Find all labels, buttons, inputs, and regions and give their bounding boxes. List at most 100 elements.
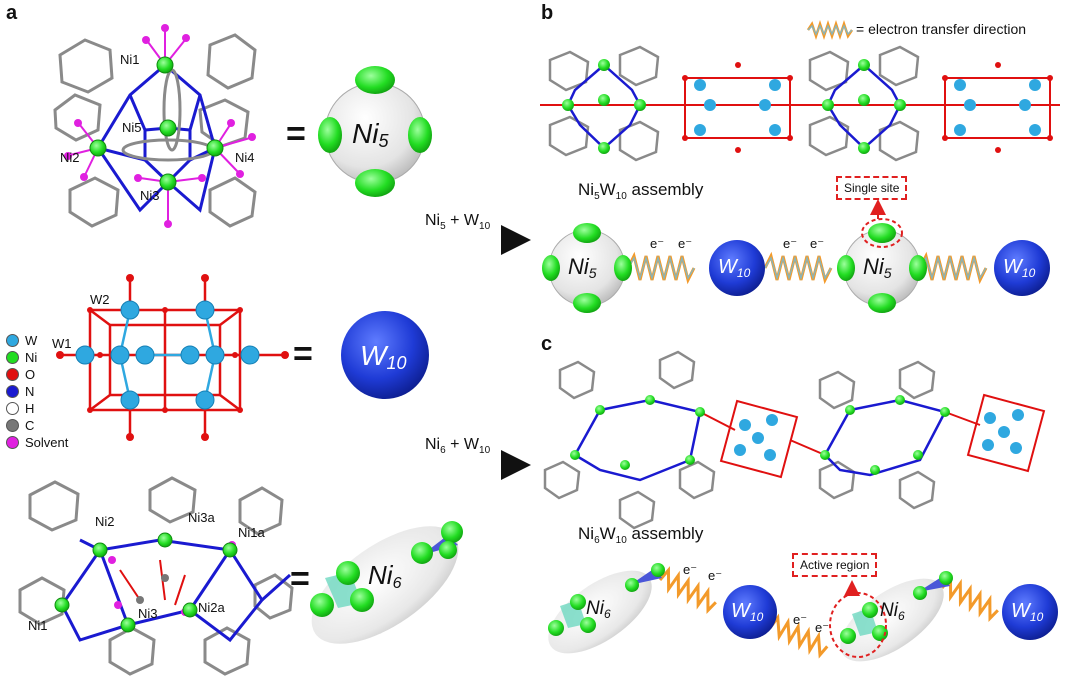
- symbol-sub: 5: [378, 131, 389, 151]
- atom-label-ni6-ni1: Ni1: [28, 618, 48, 633]
- symbol-sub: 6: [392, 575, 402, 592]
- legend-label: Solvent: [25, 435, 69, 450]
- reaction-sub: 10: [479, 445, 491, 456]
- active-region-callout: Active region: [792, 553, 878, 577]
- spring-c1: [658, 566, 717, 614]
- ni5-label-b2: Ni5: [863, 254, 892, 281]
- assembly-sub: 6: [594, 535, 600, 546]
- legend-swatch: [6, 334, 19, 347]
- symbol-main: W: [1003, 256, 1022, 278]
- equals-sign-2: =: [293, 335, 313, 373]
- electron-label: e⁻: [793, 612, 808, 627]
- legend-label: C: [25, 418, 35, 433]
- electron-label: e⁻: [815, 620, 830, 635]
- ni6-crystal-structure: [18, 476, 294, 676]
- ni5w10-crystal-chain: [540, 45, 1060, 162]
- reaction-text: W: [463, 212, 480, 229]
- w10-symbol-label: W10: [360, 340, 407, 373]
- symbol-main: Ni: [368, 560, 393, 590]
- assembly-sub: 10: [615, 191, 627, 202]
- legend-swatch: [6, 436, 19, 449]
- ni6w10-schematic-chain: [548, 563, 1058, 662]
- symbol-main: Ni: [568, 254, 589, 279]
- legend-item: O: [6, 366, 68, 383]
- w10-sphere-b2: [994, 240, 1050, 296]
- w10-sphere-b1: [709, 240, 765, 296]
- atom-label-ni2: Ni2: [60, 150, 80, 165]
- symbol-main: Ni: [352, 118, 379, 149]
- equals-sign-1: =: [286, 115, 306, 153]
- w10-sphere-symbol: [341, 311, 429, 399]
- assembly-text: Ni: [578, 180, 595, 199]
- electron-label: e⁻: [810, 236, 825, 251]
- ni6-symbol-label: Ni6: [368, 560, 402, 592]
- w10-sphere-c2: [1002, 584, 1058, 640]
- electron-label: e⁻: [678, 236, 693, 251]
- reaction-text: Ni: [425, 436, 441, 453]
- ni5-sphere-b1: [542, 223, 632, 313]
- reaction-text: Ni: [425, 212, 441, 229]
- symbol-sub: 10: [386, 353, 407, 373]
- legend-label: Ni: [25, 350, 38, 365]
- assembly-sub: 5: [594, 191, 600, 202]
- symbol-sub: 10: [1021, 266, 1036, 280]
- assembly-label-ni5w10: Ni5W10 assembly: [578, 180, 704, 202]
- legend-swatch: [6, 385, 19, 398]
- spring-c2: [768, 613, 829, 659]
- ni5-crystal-structure: [53, 24, 257, 228]
- atom-label-ni6-ni3: Ni3: [138, 606, 158, 621]
- ni6-capsule-symbol: [310, 521, 463, 644]
- spring-w10-ni5: [763, 251, 833, 285]
- panel-label-b: b: [541, 2, 554, 24]
- reaction-sub: 5: [440, 221, 446, 232]
- assembly-text: W: [599, 180, 616, 199]
- assembly-text: Ni: [578, 524, 595, 543]
- electron-label: e⁻: [683, 562, 698, 577]
- legend-swatch: [6, 402, 19, 415]
- spring-legend-icon: [806, 20, 854, 40]
- atom-label-ni5: Ni5: [122, 120, 142, 135]
- w10-crystal-structure: [56, 274, 289, 441]
- reaction-sub: 6: [440, 445, 446, 456]
- ni5-label-b1: Ni5: [568, 254, 597, 281]
- assembly-text: assembly: [626, 180, 704, 199]
- symbol-main: W: [1011, 600, 1030, 622]
- legend-label: O: [25, 367, 36, 382]
- symbol-sub: 10: [736, 266, 751, 280]
- atom-label-ni1: Ni1: [120, 52, 140, 67]
- symbol-main: Ni: [880, 600, 898, 621]
- w10-sphere-c1: [723, 585, 777, 639]
- w10-label-c2: W10: [1011, 600, 1043, 624]
- legend-label: H: [25, 401, 35, 416]
- reaction-label-ni6-w10: Ni6 + W10: [425, 436, 491, 456]
- spring-ni5-w10-2: [918, 251, 988, 285]
- equals-sign-3: =: [290, 560, 310, 598]
- legend-item: W: [6, 332, 68, 349]
- w10-label-b1: W10: [718, 256, 751, 280]
- legend-item: C: [6, 417, 68, 434]
- reaction-label-ni5-w10: Ni5 + W10: [425, 212, 491, 232]
- symbol-sub: 6: [897, 609, 905, 623]
- symbol-main: W: [360, 340, 387, 371]
- legend-swatch: [6, 419, 19, 432]
- reaction-sub: 10: [479, 221, 491, 232]
- ni6-capsule-c2: [840, 571, 953, 662]
- symbol-sub: 6: [603, 607, 611, 621]
- legend-label: N: [25, 384, 35, 399]
- assembly-sub: 10: [615, 535, 627, 546]
- legend-item: H: [6, 400, 68, 417]
- ni5-sphere-b2: [837, 223, 927, 313]
- legend-swatch: [6, 351, 19, 364]
- ni6w10-crystal-chain: [543, 350, 1046, 530]
- symbol-sub: 5: [883, 265, 892, 281]
- ni6-label-c2: Ni6: [880, 600, 905, 623]
- atom-label-ni6-ni1a: Ni1a: [238, 525, 265, 540]
- electron-label: e⁻: [708, 568, 723, 583]
- spring-c3: [940, 574, 999, 622]
- assembly-label-ni6w10: Ni6W10 assembly: [578, 524, 703, 546]
- legend-item: Ni: [6, 349, 68, 366]
- legend-swatch: [6, 368, 19, 381]
- ni6-capsule-c1: [548, 563, 665, 654]
- spring-ni5-w10-1: [626, 251, 696, 285]
